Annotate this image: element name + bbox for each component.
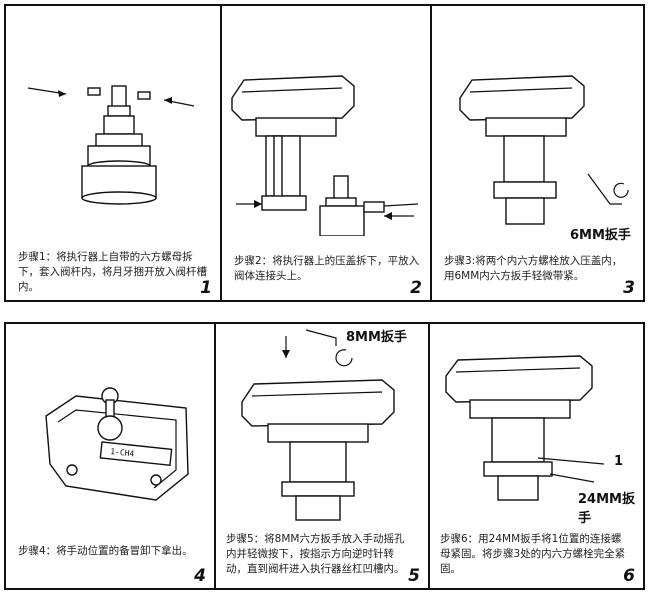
step-5-number: 5 [408,566,420,586]
step-1-illustration [27,85,195,205]
step-4-display-text: 1-CH4 [110,447,135,458]
step-3-panel: 6MM扳手 步骤3:将两个内六方螺栓放入压盖内，用6MM内六方扳手轻微带紧。 3 [430,4,645,302]
step-6-tool-label: 24MM扳手 [578,492,635,526]
step-5-illustration [241,329,395,521]
step-2-number: 2 [410,278,422,298]
step-4-panel: 1-CH4 步骤4：将手动位置的备冒卸下拿出。 4 [4,322,216,590]
step-5-panel: 8MM扳手 步骤5：将8MM六方扳手放入手动摇孔内并轻微按下，按指示方向逆时针转… [214,322,430,590]
step-2-illustration [231,75,419,236]
step-3-illustration [459,75,629,225]
step-4-number: 4 [194,566,206,586]
step-4-illustration: 1-CH4 [45,387,189,501]
step-2-caption: 步骤2：将执行器上的压盖拆下，平放入阀体连接头上。 [234,255,420,282]
step-6-callout: 1 [614,454,624,469]
step-3-caption: 步骤3:将两个内六方螺栓放入压盖内，用6MM内六方扳手轻微带紧。 [444,255,623,282]
step-3-tool-label: 6MM扳手 [570,228,631,243]
step-1-panel: 步骤1：将执行器上自带的六方螺母拆下，套入阀杆内，将月牙捆开放入阀杆槽内。 1 [4,4,222,302]
step-6-number: 6 [623,566,635,586]
step-5-tool-label: 8MM扳手 [346,330,407,345]
step-6-illustration [445,355,605,501]
step-4-caption: 步骤4：将手动位置的备冒卸下拿出。 [18,545,193,557]
step-6-caption: 步骤6：用24MM扳手将1位置的连接螺母紧固。将步骤3处的内六方螺栓完全紧固。 [440,533,626,575]
step-5-caption: 步骤5：将8MM六方扳手放入手动摇孔内并轻微按下，按指示方向逆时针转动，直到阀杆… [226,533,405,575]
step-1-number: 1 [200,278,212,298]
step-6-panel: 1 24MM扳手 步骤6：用24MM扳手将1位置的连接螺母紧固。将步骤3处的内六… [428,322,645,590]
step-3-number: 3 [623,278,635,298]
step-1-caption: 步骤1：将执行器上自带的六方螺母拆下，套入阀杆内，将月牙捆开放入阀杆槽内。 [18,251,207,293]
step-2-panel: 步骤2：将执行器上的压盖拆下，平放入阀体连接头上。 2 [220,4,432,302]
